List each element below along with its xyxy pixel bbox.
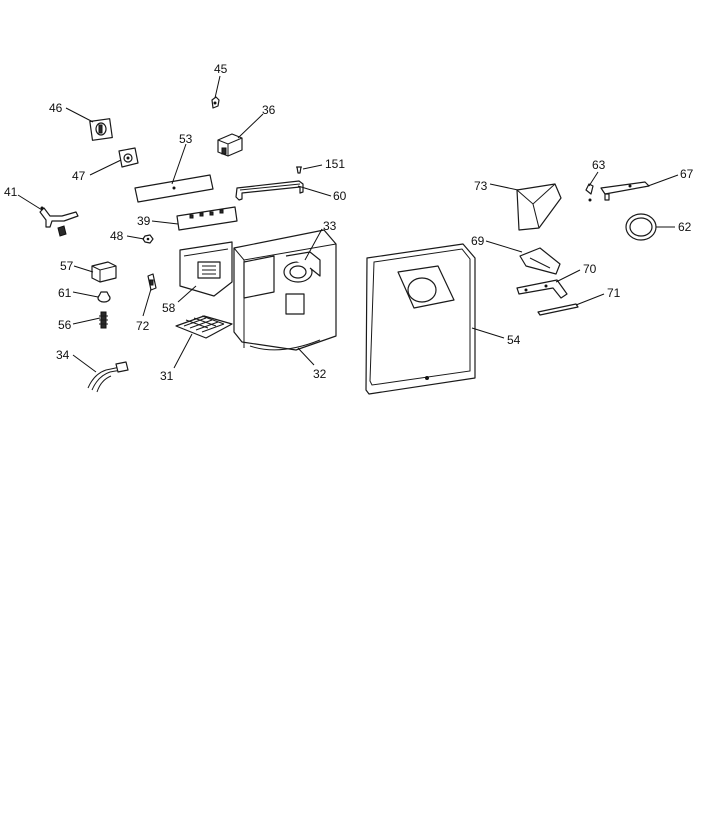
callout-48: 48 [110,229,124,243]
callout-67: 67 [680,167,694,181]
callout-39: 39 [137,214,151,228]
part-36-switch [217,133,243,157]
callout-151: 151 [325,157,345,171]
part-31-drip-tray [175,315,233,339]
callout-53: 53 [179,132,193,146]
leader-67 [647,174,679,187]
callout-54: 54 [507,333,521,347]
leader-57 [73,265,94,273]
leader-45 [214,75,221,99]
part-70-lever-assembly [516,279,568,299]
callout-47: 47 [72,169,86,183]
callout-41: 41 [4,185,18,199]
leader-73 [489,183,519,191]
part-41-lever [39,206,79,237]
leader-33 [304,228,323,261]
callout-labels: 45 36 46 53 151 47 60 41 39 33 48 57 61 … [4,62,694,383]
callout-58: 58 [162,301,176,315]
part-45-clip [211,96,220,109]
leader-63 [588,171,599,187]
part-46-knob [89,118,113,141]
leader-58 [177,285,197,303]
part-39-control-board [176,206,238,231]
callout-61: 61 [58,286,72,300]
leader-34 [72,354,97,373]
callout-56: 56 [58,318,72,332]
leader-47 [89,159,122,176]
leader-72 [142,288,152,317]
leader-151 [302,164,323,170]
part-71-rod [537,303,579,316]
leader-71 [575,293,605,306]
callout-33: 33 [323,219,337,233]
part-63-pin [585,183,594,202]
callout-62: 62 [678,220,692,234]
leader-31 [173,333,193,369]
callout-63: 63 [592,158,606,172]
part-56-stem [99,311,108,329]
part-54-front-panel [365,243,476,395]
leader-46 [65,107,94,123]
part-72-switch-actuator [147,273,157,291]
part-67-bracket [600,181,650,201]
leader-lines [17,75,679,373]
part-61-cap [97,291,111,303]
leader-54 [471,327,505,339]
leader-60 [297,185,332,197]
part-62-ring [625,213,657,241]
callout-45: 45 [214,62,228,76]
leader-56 [72,317,101,325]
callout-34: 34 [56,348,70,362]
leader-61 [72,291,99,298]
callout-72: 72 [136,319,150,333]
leader-32 [297,347,315,366]
leader-36 [237,113,264,139]
callout-57: 57 [60,259,74,273]
callout-46: 46 [49,101,63,115]
part-47-plate [118,147,139,168]
part-60-bracket [235,180,304,201]
part-32-dispenser-body [233,229,337,351]
part-58-rear-housing [179,241,233,297]
leader-39 [151,220,179,225]
callout-69: 69 [471,234,485,248]
part-57-housing [91,261,117,283]
callout-73: 73 [474,179,488,193]
part-48-nut [142,234,154,244]
callout-36: 36 [262,103,276,117]
part-53-cover-panel [134,174,214,203]
callout-70: 70 [583,262,597,276]
part-73-chute [516,183,562,231]
leader-48 [126,235,145,240]
callout-71: 71 [607,286,621,300]
callout-31: 31 [160,369,174,383]
leader-53 [171,143,187,185]
part-151-screw [296,166,302,174]
part-69-flap [519,247,561,275]
leader-70 [555,269,581,283]
leader-41 [17,194,43,211]
callout-32: 32 [313,367,327,381]
part-33-funnel [283,251,321,283]
leader-69 [485,240,523,253]
callout-60: 60 [333,189,347,203]
part-34-wire-harness [87,361,129,393]
